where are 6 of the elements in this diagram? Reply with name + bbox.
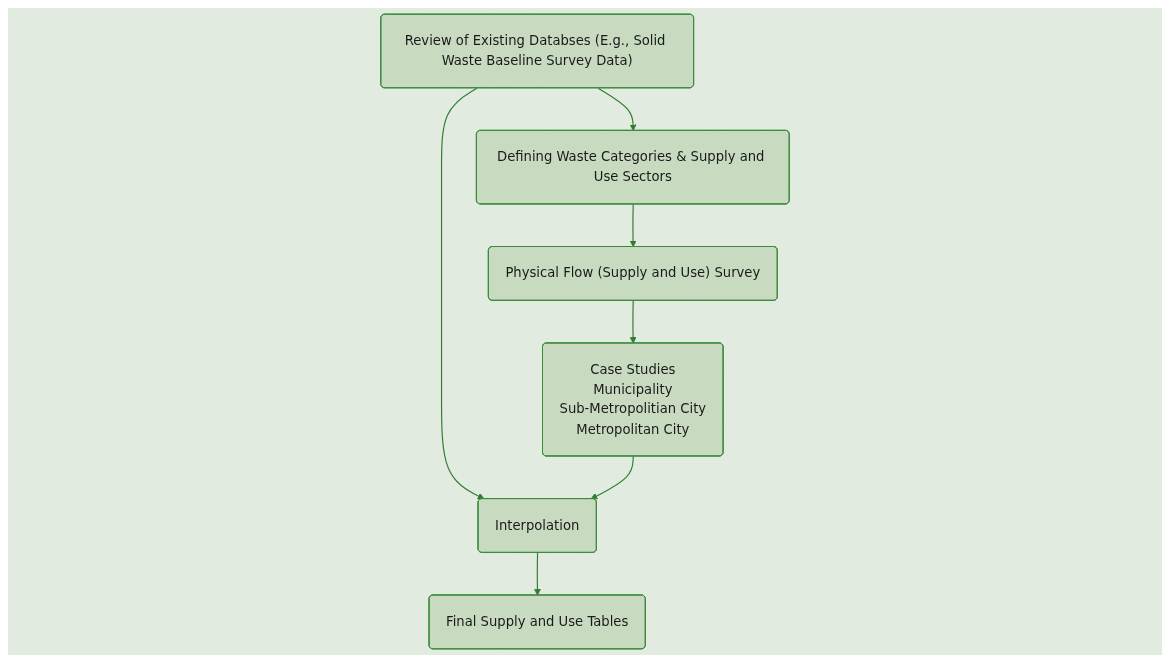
arrow — [440, 87, 485, 500]
arrow — [629, 203, 637, 248]
arrow — [597, 87, 637, 132]
arrow — [534, 552, 541, 596]
arrow — [629, 300, 637, 344]
arrow — [590, 455, 634, 500]
